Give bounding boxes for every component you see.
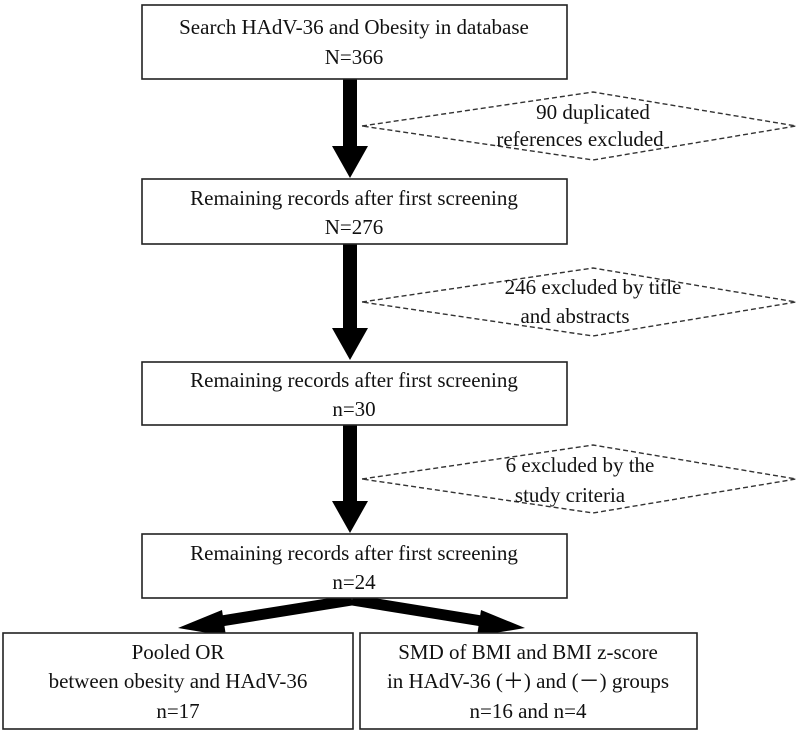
exclusion-criteria-line1: 6 excluded by the <box>506 453 655 477</box>
arrow-remaining1-to-remaining2 <box>332 244 368 360</box>
box-remaining-3-line1: Remaining records after first screening <box>190 541 518 565</box>
box-remaining-2-line1: Remaining records after first screening <box>190 368 518 392</box>
box-search-line1: Search HAdV-36 and Obesity in database <box>179 15 529 39</box>
exclusion-title-abstract-line1: 246 excluded by title <box>505 275 682 299</box>
box-search: Search HAdV-36 and Obesity in database N… <box>141 4 568 80</box>
box-remaining-3: Remaining records after first screening … <box>141 533 568 599</box>
box-remaining-3-line2: n=24 <box>332 570 376 594</box>
exclusion-criteria-line2: study criteria <box>515 483 626 507</box>
exclusion-title-abstract-line2: and abstracts <box>520 304 629 328</box>
box-smd-line1: SMD of BMI and BMI z-score <box>398 640 658 664</box>
arrow-split-right <box>351 594 525 636</box>
arrow-remaining2-to-remaining3 <box>332 425 368 533</box>
box-remaining-1-line2: N=276 <box>325 215 384 239</box>
exclusion-duplicates-line1: 90 duplicated <box>536 100 650 124</box>
box-search-line2: N=366 <box>325 45 384 69</box>
arrow-split-left <box>178 594 353 636</box>
box-pooled-or: Pooled OR between obesity and HAdV-36 n=… <box>2 632 354 730</box>
box-smd-line3: n=16 and n=4 <box>469 699 587 723</box>
arrow-search-to-remaining1 <box>332 79 368 178</box>
exclusion-title-abstract: 246 excluded by title and abstracts <box>361 267 797 337</box>
box-pooled-or-line2: between obesity and HAdV-36 <box>49 669 308 693</box>
exclusion-criteria: 6 excluded by the study criteria <box>361 444 797 514</box>
box-pooled-or-line3: n=17 <box>156 699 199 723</box>
box-remaining-1-line1: Remaining records after first screening <box>190 186 518 210</box>
exclusion-duplicates-line2: references excluded <box>496 127 664 151</box>
box-remaining-2: Remaining records after first screening … <box>141 361 568 426</box>
box-smd-line2: in HAdV-36 (＋) and (－) groups <box>387 669 669 693</box>
box-remaining-1: Remaining records after first screening … <box>141 178 568 245</box>
box-remaining-2-line2: n=30 <box>332 397 375 421</box>
exclusion-duplicates: 90 duplicated references excluded <box>361 91 797 161</box>
box-pooled-or-line1: Pooled OR <box>132 640 225 664</box>
box-smd: SMD of BMI and BMI z-score in HAdV-36 (＋… <box>359 632 698 730</box>
